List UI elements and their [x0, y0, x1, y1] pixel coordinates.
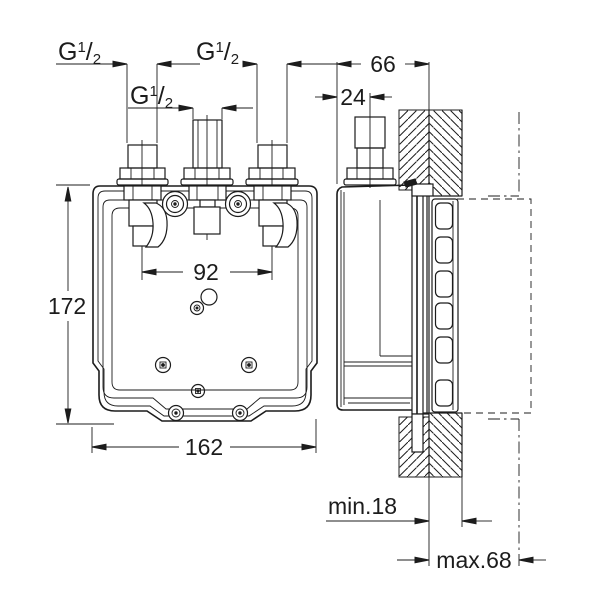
dim-box-height: 172: [48, 184, 114, 425]
dim-66-label: 66: [370, 51, 396, 77]
dim-max68-label: max.68: [436, 547, 511, 573]
screw-top-left: [161, 190, 189, 218]
dim-min-wall: min.18: [326, 477, 492, 566]
dim-max-depth: max.68: [397, 547, 546, 573]
front-view: [92, 115, 318, 422]
fixing-hole-left: [154, 356, 172, 374]
pipe-stub-center: [180, 115, 234, 240]
dimension-annotations: G1/2 G1/2 G1/2: [48, 38, 546, 573]
valve-center: [188, 185, 227, 235]
dim-pipe-offset: 24: [315, 84, 392, 110]
dim-box-depth: 66: [336, 51, 430, 184]
dim-min18-label: min.18: [328, 493, 397, 519]
center-holes: [189, 288, 218, 316]
valve-right: [253, 185, 298, 248]
wall-hatch-bottom: [398, 412, 463, 478]
dim-162-label: 162: [185, 434, 223, 460]
dim-box-width: 162: [91, 419, 317, 460]
seal-wedge: [403, 178, 418, 188]
finished-surface-centerline: [488, 112, 520, 570]
fixing-hole-bottom: [190, 383, 206, 399]
dim-thread-center-pipe: G1/2: [128, 82, 253, 119]
screw-top-right: [224, 190, 252, 218]
depth-adjustment-strip: [431, 198, 459, 413]
bulge-screw-left: [167, 404, 185, 422]
valve-right-lever: [272, 202, 298, 248]
side-view: [336, 93, 532, 570]
mounting-box-side-body: [336, 178, 434, 453]
bulge-screw-right: [231, 404, 249, 422]
dim-thread-right-pipe: G1/2: [196, 38, 340, 143]
flange-tab-bottom: [411, 413, 424, 453]
dim-thread-left-pipe: G1/2: [56, 38, 200, 143]
dim-172-label: 172: [48, 293, 86, 319]
dim-92-label: 92: [193, 259, 219, 285]
flange-tab-top: [411, 183, 434, 197]
thread-label-left: G1/2: [58, 38, 101, 68]
pipe-stub-side: [343, 93, 397, 188]
thread-label-center: G1/2: [130, 82, 173, 112]
valve-left: [123, 185, 168, 248]
thread-label-right: G1/2: [196, 38, 239, 68]
dim-24-label: 24: [340, 84, 366, 110]
wall-hatch-top: [398, 109, 463, 197]
faceplate-hidden-outline: [433, 198, 532, 414]
fixing-hole-right: [240, 356, 258, 374]
dim-port-spacing: 92: [141, 247, 273, 285]
